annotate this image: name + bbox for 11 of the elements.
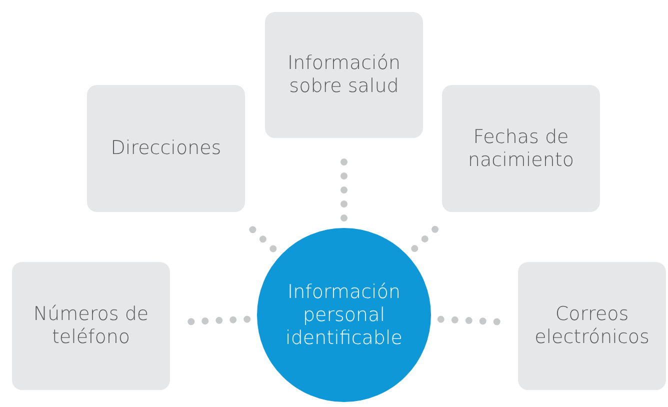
category-box	[265, 12, 423, 138]
category-box	[12, 262, 170, 390]
category-label: Información sobre salud	[286, 52, 402, 98]
category-box	[442, 85, 600, 212]
category-label: Correos electrónicos	[534, 303, 650, 349]
category-label: Números de teléfono	[32, 303, 150, 349]
category-box	[518, 262, 666, 390]
category-label: Direcciones	[110, 137, 222, 160]
center-label: Información personal identificable	[284, 280, 404, 350]
category-box	[87, 85, 245, 212]
category-label: Fechas de nacimiento	[466, 126, 575, 172]
